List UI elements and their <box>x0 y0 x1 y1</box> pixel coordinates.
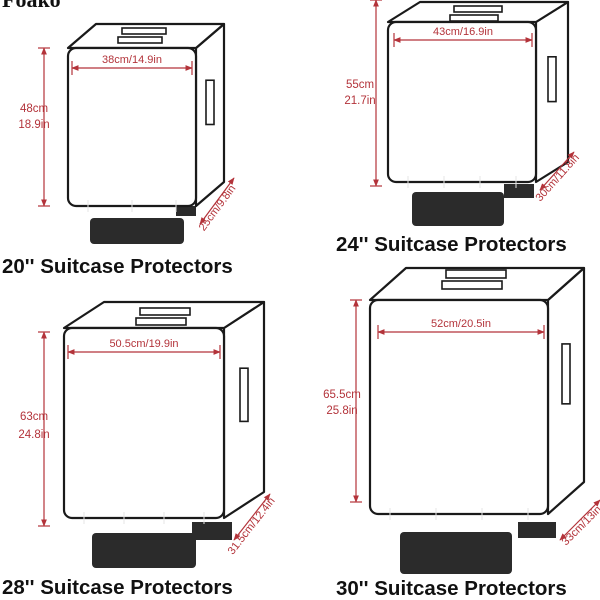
side-handle-opening <box>561 343 571 405</box>
width-label: 52cm/20.5in <box>431 318 491 330</box>
depth-dimension-line <box>559 499 600 541</box>
side-handle-opening <box>547 55 557 103</box>
caption-20-inch: 20'' Suitcase Protectors <box>2 255 233 278</box>
side-strap <box>192 522 232 540</box>
caption-30-inch: 30'' Suitcase Protectors <box>336 577 567 600</box>
height-in-label: 21.7in <box>344 95 375 107</box>
height-in-label: 24.8in <box>18 429 49 441</box>
height-cm-label: 55cm <box>346 79 374 91</box>
side-handle-opening <box>239 367 249 423</box>
bottom-strap <box>92 533 196 568</box>
top-handle-opening <box>121 27 167 35</box>
top-handle-opening <box>441 280 503 290</box>
depth-dimension-line <box>199 177 235 225</box>
top-handle-opening <box>139 307 191 316</box>
depth-dimension-line <box>233 493 271 541</box>
top-handle-opening <box>449 14 499 22</box>
bottom-strap <box>90 218 184 244</box>
width-label: 43cm/16.9in <box>433 26 493 38</box>
width-label: 38cm/14.9in <box>102 54 162 66</box>
top-handle-opening <box>453 5 503 13</box>
height-in-label: 25.8in <box>326 405 357 417</box>
top-handle-opening <box>135 317 187 326</box>
bottom-strap <box>412 192 504 226</box>
front-panel <box>386 20 538 184</box>
front-panel <box>62 326 226 520</box>
top-handle-opening <box>117 36 163 44</box>
caption-28-inch: 28'' Suitcase Protectors <box>2 576 233 599</box>
brand-logo: Foako <box>2 0 61 11</box>
width-label: 50.5cm/19.9in <box>109 338 178 350</box>
height-cm-label: 48cm <box>20 103 48 115</box>
front-panel <box>368 298 550 516</box>
front-panel <box>66 46 198 208</box>
height-in-label: 18.9in <box>18 119 49 131</box>
height-cm-label: 65.5cm <box>323 389 361 401</box>
height-cm-label: 63cm <box>20 411 48 423</box>
side-strap <box>518 522 556 538</box>
side-handle-opening <box>205 79 215 126</box>
top-handle-opening <box>445 269 507 279</box>
depth-label: 33cm/13in <box>560 504 600 548</box>
suitcase-30-inch: 52cm/20.5in 65.5cm 25.8in 33cm/13in <box>323 266 600 574</box>
caption-24-inch: 24'' Suitcase Protectors <box>336 233 567 256</box>
side-strap <box>176 206 196 216</box>
side-strap <box>504 184 534 198</box>
bottom-strap <box>400 532 512 574</box>
depth-dimension-line <box>539 151 575 191</box>
